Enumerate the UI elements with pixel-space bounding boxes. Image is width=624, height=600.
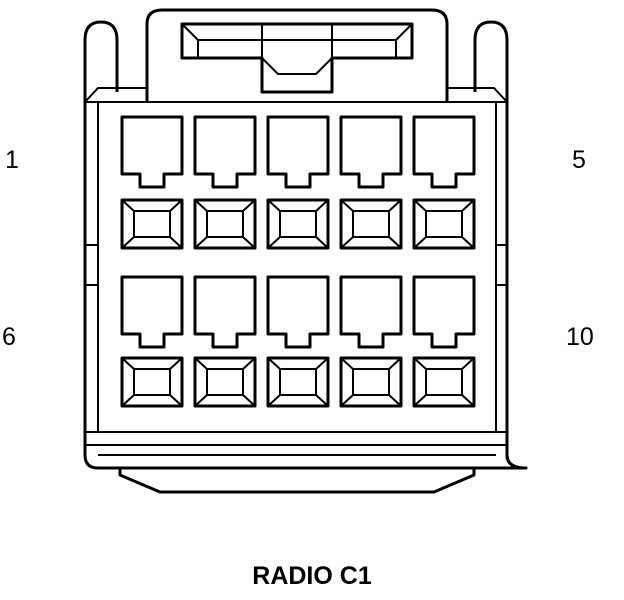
connector-skirt	[118, 468, 476, 494]
right-ear	[473, 20, 509, 102]
connector-top-latch	[145, 8, 449, 102]
pin-label-6: 6	[2, 323, 16, 351]
pin-label-5: 5	[572, 146, 586, 174]
left-ear	[83, 20, 119, 102]
connector-body	[83, 102, 528, 470]
bottom-row-cavities	[120, 275, 476, 349]
top-row-cavities	[120, 115, 476, 189]
top-row-terminals	[120, 198, 476, 250]
pin-label-10: 10	[566, 323, 594, 351]
latch-inner	[180, 22, 414, 94]
pin-label-1: 1	[5, 146, 19, 174]
bottom-row-terminals	[120, 356, 476, 408]
connector-caption: RADIO C1	[252, 562, 372, 590]
